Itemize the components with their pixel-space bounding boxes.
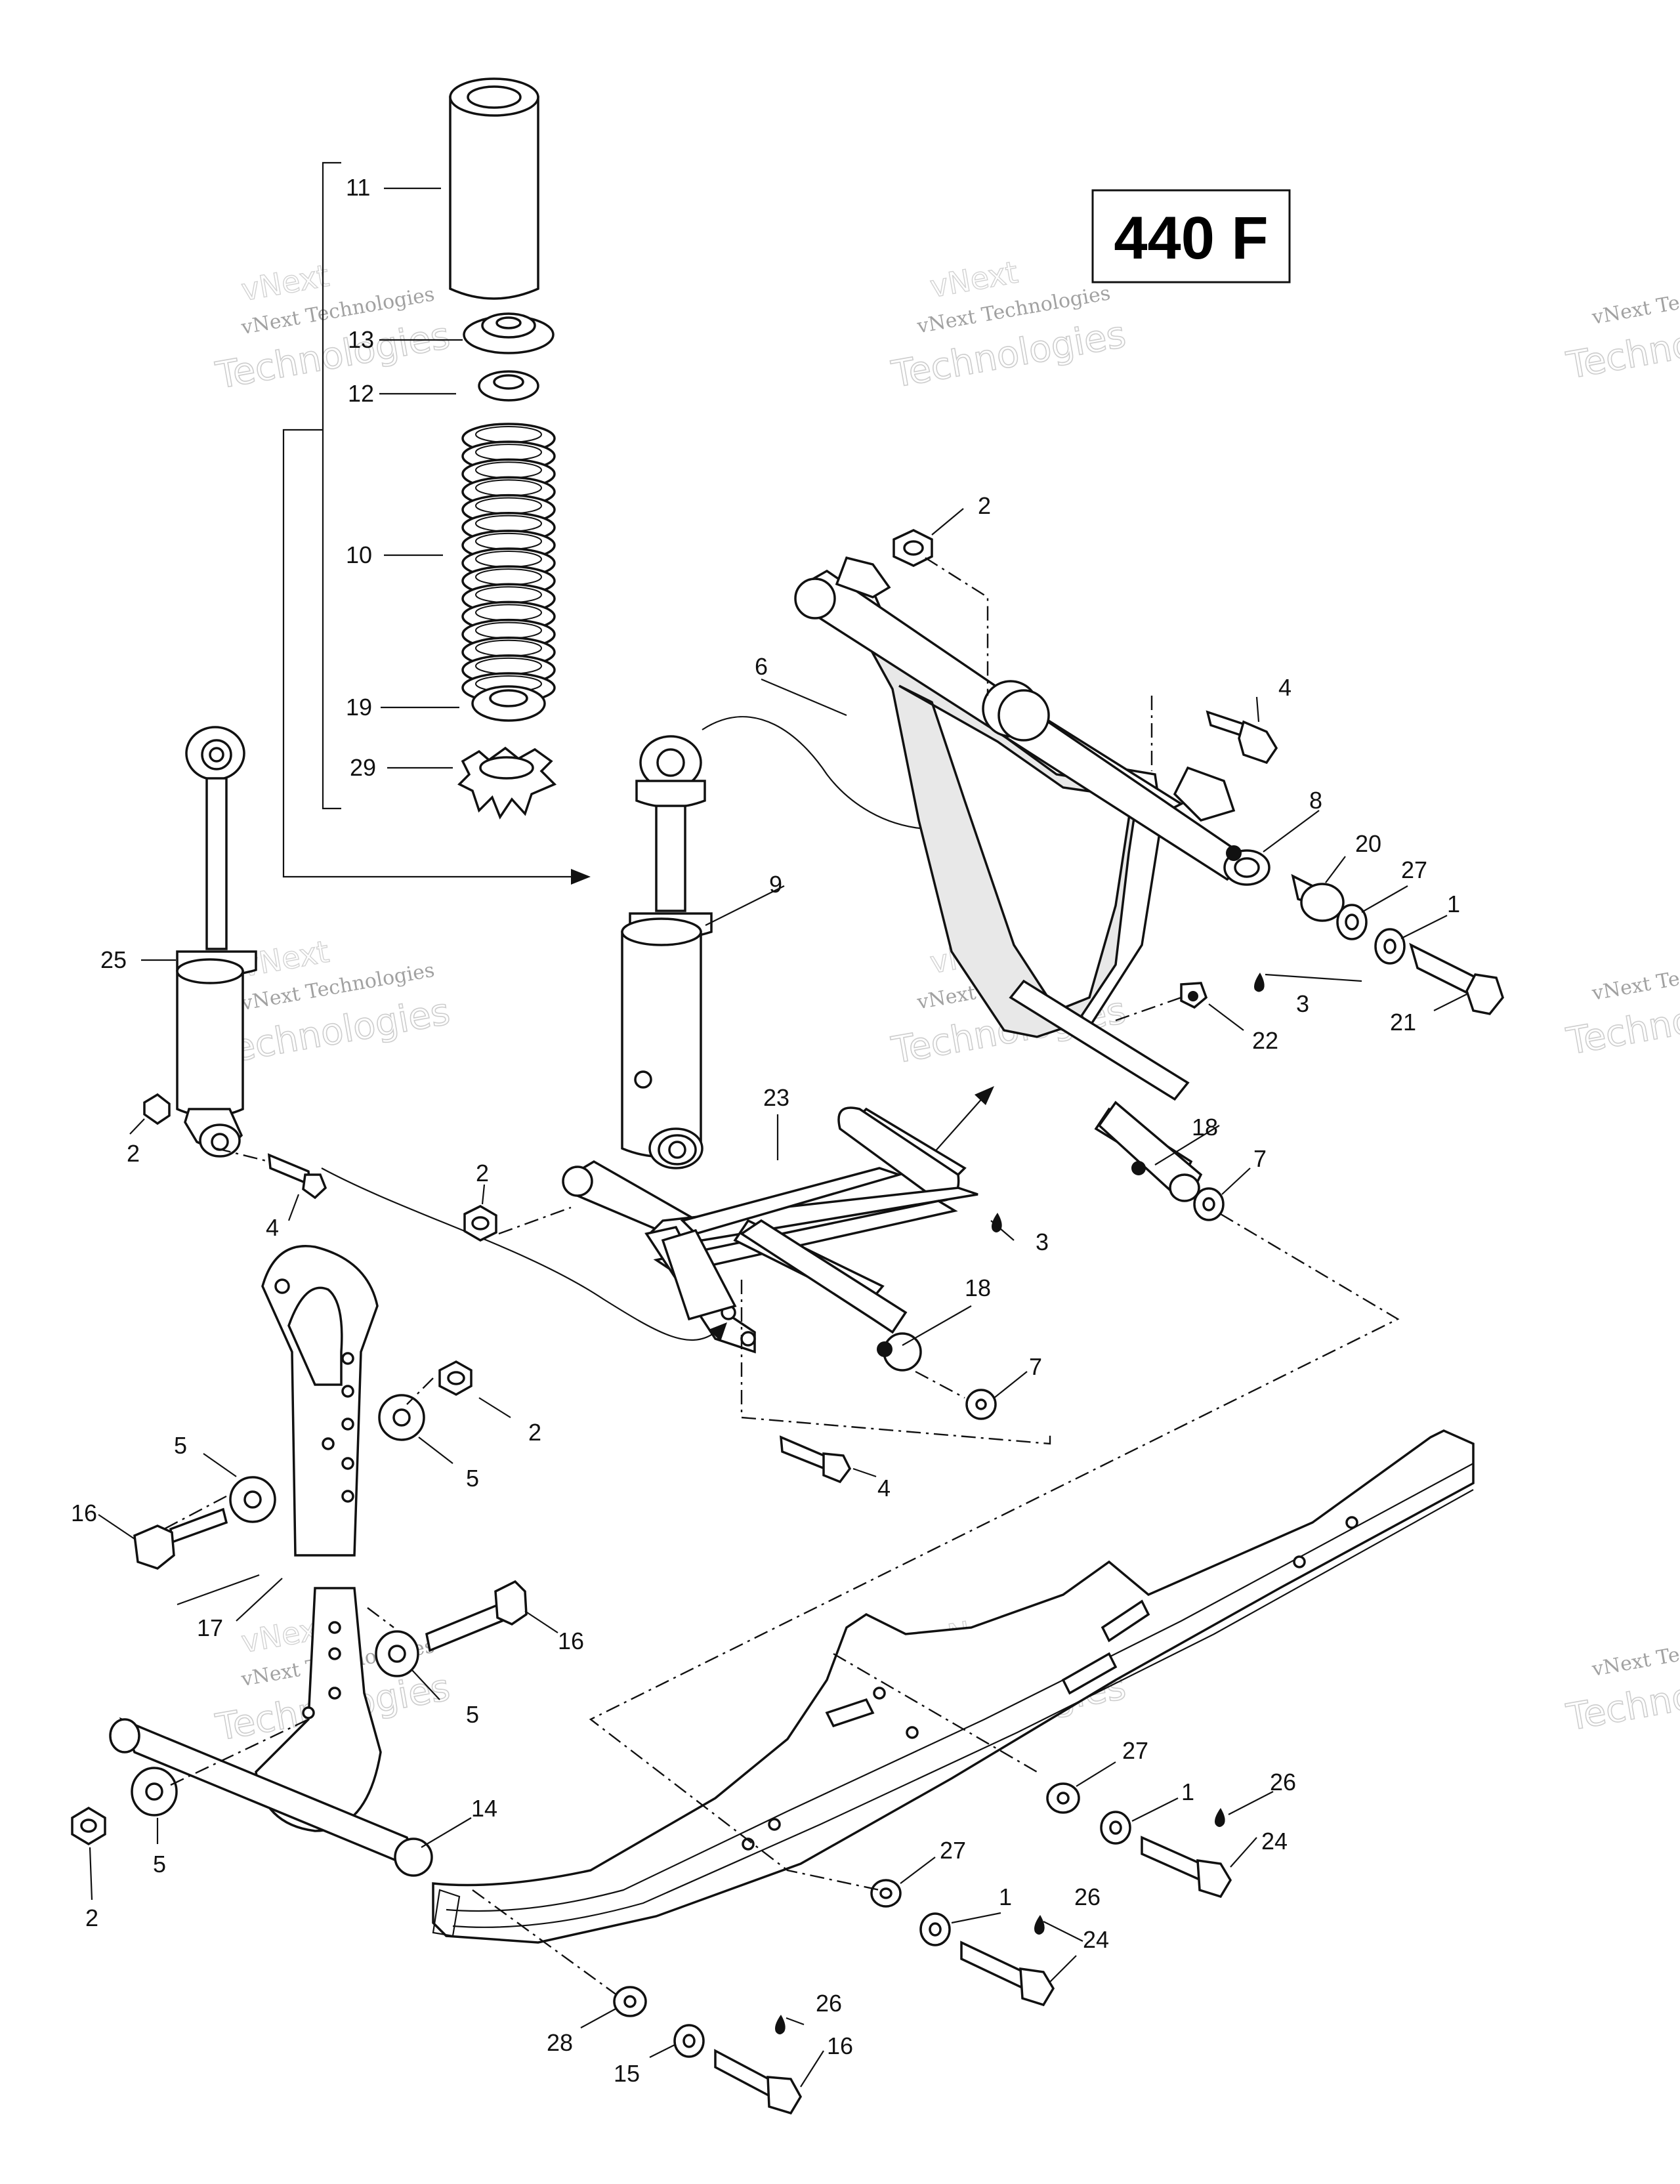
spring-coil-inner <box>475 479 542 497</box>
spring-coil-inner <box>475 568 542 586</box>
part-label-13: 13 <box>348 326 374 353</box>
spring-coil-inner <box>475 461 542 479</box>
part-label-7-top: 7 <box>1253 1145 1267 1172</box>
part-label-16-left: 16 <box>71 1500 97 1526</box>
part-label-4-bottom: 4 <box>877 1475 891 1502</box>
part-label-21: 21 <box>1390 1009 1416 1036</box>
part-label-16-bottom: 16 <box>827 2032 853 2059</box>
spring-coil-inner <box>475 551 542 568</box>
part-label-14: 14 <box>471 1795 497 1822</box>
part-label-22: 22 <box>1252 1027 1278 1054</box>
part-label-26-right: 26 <box>1270 1769 1296 1796</box>
spring-seat <box>463 312 555 354</box>
front-arm-lower-tube <box>1009 979 1203 1202</box>
leader-lines <box>89 187 1467 2088</box>
bushing <box>478 370 539 402</box>
part-label-16-mid: 16 <box>558 1628 584 1654</box>
part-label-3-mid: 3 <box>1036 1228 1049 1255</box>
part-label-1-top: 1 <box>1447 891 1460 917</box>
dust-boot <box>449 77 539 300</box>
part-label-8: 8 <box>1309 787 1322 814</box>
part-label-5-c: 5 <box>466 1701 479 1728</box>
part-label-5-d: 5 <box>153 1851 166 1878</box>
spring-retainer <box>457 746 557 820</box>
model-badge-text: 440 F <box>1114 205 1268 272</box>
kit-bracket <box>282 161 591 885</box>
lower-spring-seat <box>471 685 546 722</box>
part-label-9: 9 <box>769 871 782 898</box>
alignment-lines <box>163 556 1400 1996</box>
link-assembly <box>562 1106 978 1372</box>
watermark-text-clipped: vNext Te <box>1589 291 1680 329</box>
part-label-20: 20 <box>1355 830 1381 857</box>
part-label-15: 15 <box>614 2060 640 2087</box>
spring-coil-inner <box>475 604 542 621</box>
part-label-11: 11 <box>346 174 370 201</box>
connector-arrow-4 <box>321 1167 716 1341</box>
watermark-big-clipped: Techno <box>1563 323 1680 387</box>
spring-coil-inner <box>475 532 542 550</box>
watermark-top: vNext <box>927 254 1020 304</box>
part-label-26-mid: 26 <box>1074 1883 1101 1910</box>
part-label-1-right: 1 <box>1181 1778 1194 1805</box>
part-label-7-mid: 7 <box>1029 1353 1042 1380</box>
part-label-2-bottom: 2 <box>85 1904 98 1931</box>
part-label-5-b: 5 <box>466 1465 479 1492</box>
part-label-2-lower: 2 <box>528 1419 541 1446</box>
rear-arm-link <box>109 1245 433 1877</box>
part-label-2-left: 2 <box>127 1140 140 1167</box>
part-label-19: 19 <box>346 694 372 721</box>
part-label-4-mid: 4 <box>266 1214 279 1241</box>
part-label-17: 17 <box>197 1614 223 1641</box>
part-label-28: 28 <box>547 2029 573 2056</box>
shock-absorber-front <box>621 735 713 1169</box>
watermark-text-clipped: vNext Te <box>1589 1643 1680 1681</box>
coil-spring <box>461 423 556 704</box>
part-label-18-top: 18 <box>1192 1114 1218 1141</box>
part-label-4-top: 4 <box>1278 674 1292 701</box>
spring-coil-inner <box>475 639 542 657</box>
part-label-5-a: 5 <box>174 1432 187 1459</box>
connector-arrow-23 <box>931 1095 985 1156</box>
part-label-24-mid: 24 <box>1083 1926 1109 1953</box>
part-label-24-right: 24 <box>1261 1828 1288 1855</box>
watermark-top: vNext <box>239 258 332 308</box>
watermarks: vNext vNext Technologies Technologies vN… <box>212 254 1680 1750</box>
part-label-3-top: 3 <box>1296 990 1309 1017</box>
spring-coil-inner <box>475 514 542 532</box>
part-label-6: 6 <box>755 653 768 680</box>
part-label-29: 29 <box>350 754 376 781</box>
part-label-27-mid: 27 <box>940 1837 966 1864</box>
model-badge: 440 F <box>1091 189 1291 284</box>
part-labels: 11 13 12 10 19 29 9 25 6 2 4 8 20 27 1 2… <box>71 174 1460 2087</box>
slide-rail <box>432 1429 1475 1944</box>
part-label-18-mid: 18 <box>965 1274 991 1301</box>
watermark-big-clipped: Techno <box>1563 999 1680 1063</box>
part-label-10: 10 <box>346 541 372 568</box>
shock-absorber-rear <box>176 726 257 1158</box>
part-label-27-top: 27 <box>1401 856 1427 883</box>
watermark-big-clipped: Techno <box>1563 1675 1680 1739</box>
front-arm <box>794 556 1270 1038</box>
part-label-25: 25 <box>100 946 127 973</box>
spring-coil-inner <box>475 657 542 675</box>
part-label-2-center: 2 <box>476 1160 489 1186</box>
watermark-text-clipped: vNext Te <box>1589 967 1680 1005</box>
spring-coil-inner <box>475 426 542 443</box>
spring-coil-inner <box>475 586 542 604</box>
spring-coil-inner <box>475 497 542 514</box>
part-label-26-bottom: 26 <box>816 1990 842 2017</box>
part-label-2-top: 2 <box>978 492 991 519</box>
part-label-12: 12 <box>348 380 374 407</box>
part-label-1-mid: 1 <box>999 1883 1012 1910</box>
hardware <box>71 529 1504 2115</box>
spring-coil-inner <box>475 444 542 461</box>
part-label-27-right: 27 <box>1122 1737 1148 1764</box>
part-label-23: 23 <box>763 1084 789 1111</box>
spring-coil-inner <box>475 621 542 639</box>
